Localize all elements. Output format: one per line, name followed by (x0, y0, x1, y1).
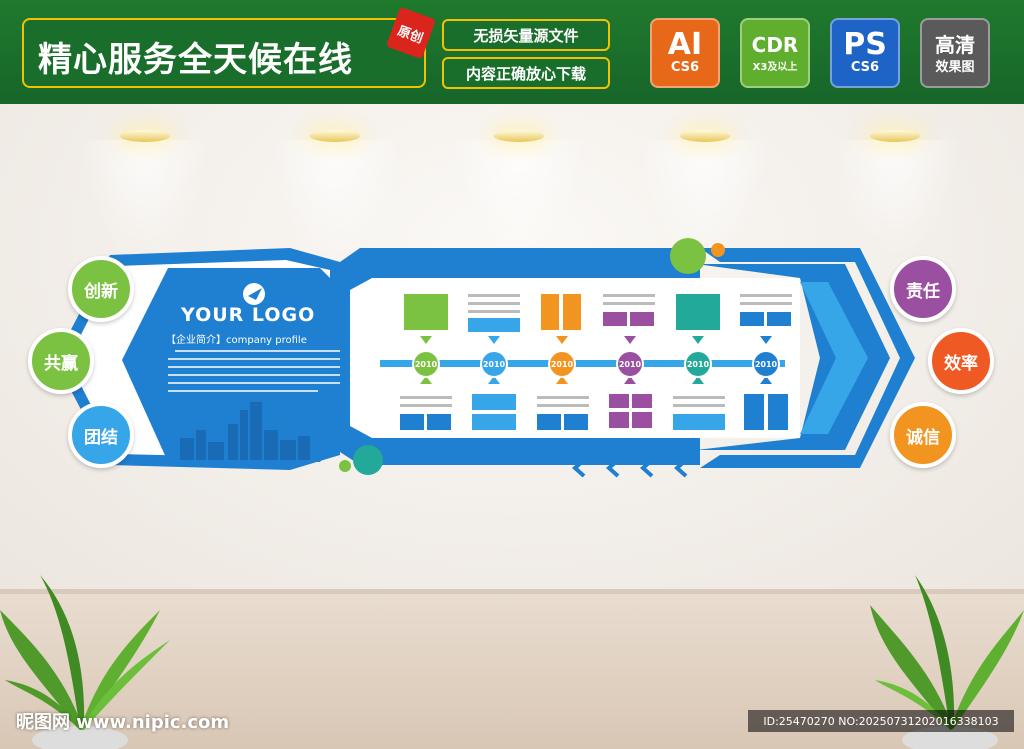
ceiling-lamp-icon (680, 130, 730, 142)
green-small-dot-icon (339, 460, 351, 472)
title-box: 精心服务全天候在线 原创 (22, 6, 437, 88)
timeline-text-block (603, 294, 655, 326)
value-circle-integrity: 诚信 (890, 402, 956, 468)
banner-title: 精心服务全天候在线 (38, 40, 353, 80)
feature-lossless: 无损矢量源文件 (442, 19, 610, 51)
skirting-board (0, 589, 1024, 594)
logo-panel (122, 268, 352, 462)
value-circle-unity: 团结 (68, 402, 134, 468)
timeline-text-block (740, 294, 792, 326)
year-marker: 2010 (548, 350, 576, 378)
year-marker: 2010 (752, 350, 780, 378)
company-profile-heading: 【企业简介】company profile (166, 335, 307, 346)
timeline-line (380, 360, 785, 367)
ceiling-lamp-icon (870, 130, 920, 142)
cdr-software-icon: CDR X3及以上 (740, 18, 810, 88)
timeline-block (404, 294, 448, 330)
big-chevron-icon (800, 282, 868, 434)
year-marker: 2010 (480, 350, 508, 378)
value-circle-efficiency: 效率 (928, 328, 994, 394)
image-id-label: ID:25470270 NO:20250731202016338103 (748, 710, 1014, 732)
timeline-block (609, 394, 652, 428)
timeline-block (676, 294, 720, 330)
timeline-arrow-markers (420, 336, 772, 384)
ai-software-icon: AI CS6 (650, 18, 720, 88)
chevrons-left-icon (571, 458, 688, 478)
timeline-block (744, 394, 764, 430)
ceiling-lamp-icon (120, 130, 170, 142)
timeline-text-block (537, 396, 589, 430)
site-watermark: 昵图网 www.nipic.com (16, 712, 230, 733)
value-circle-innovation: 创新 (68, 256, 134, 322)
ceiling-lamp-icon (310, 130, 360, 142)
left-plant-icon (0, 575, 170, 749)
company-logo-text: YOUR LOGO (181, 304, 316, 326)
value-circle-win-win: 共赢 (28, 328, 94, 394)
profile-text-lines (168, 350, 340, 392)
teal-dot-icon (353, 445, 383, 475)
feature-content: 内容正确放心下载 (442, 57, 610, 89)
chevrons-right-icon (353, 250, 471, 270)
timeline-text-block (673, 396, 725, 430)
value-circle-responsibility: 责任 (890, 256, 956, 322)
orange-dot-icon (711, 243, 725, 257)
timeline-block (541, 294, 559, 330)
year-marker: 2010 (616, 350, 644, 378)
city-skyline-icon (180, 402, 310, 460)
year-marker: 2010 (412, 350, 440, 378)
year-marker: 2010 (684, 350, 712, 378)
timeline-block (472, 394, 516, 410)
timeline-text-block (468, 294, 520, 332)
ps-software-icon: PS CS6 (830, 18, 900, 88)
top-banner: 精心服务全天候在线 原创 无损矢量源文件 内容正确放心下载 AI CS6 CDR… (0, 0, 1024, 104)
green-dot-icon (670, 238, 706, 274)
ceiling-lamp-icon (494, 130, 544, 142)
hd-preview-icon: 高清 效果图 (920, 18, 990, 88)
timeline-text-block (400, 396, 452, 430)
